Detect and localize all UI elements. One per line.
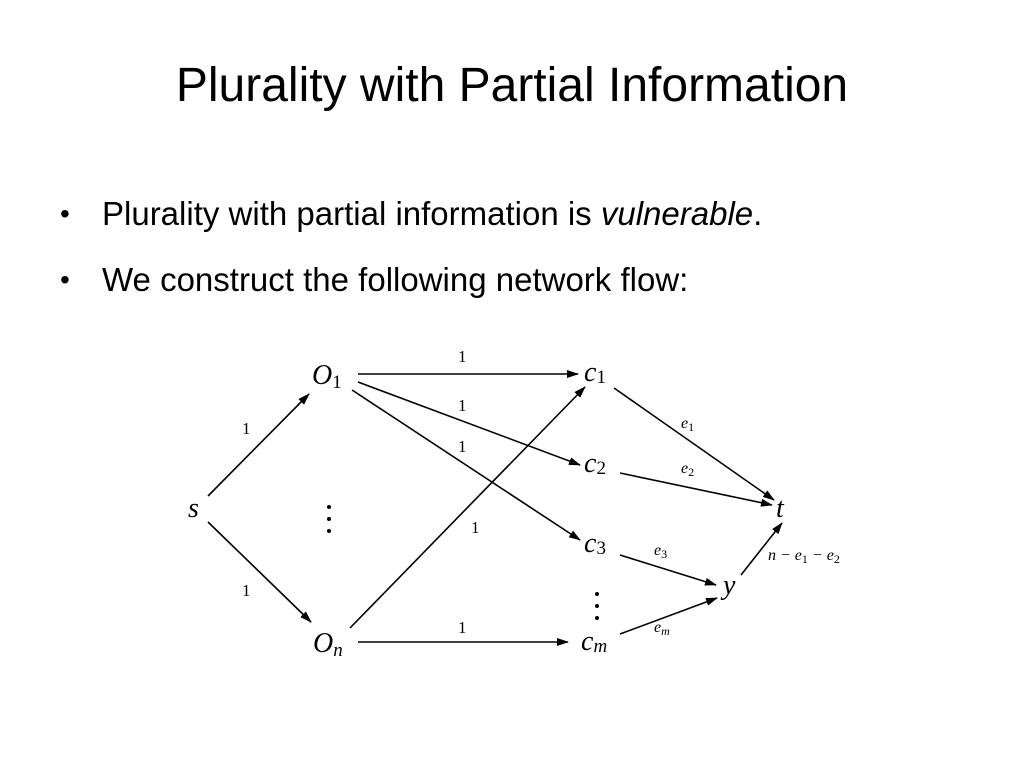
node-c3: c3	[584, 528, 606, 559]
edge-label-on-c1: 1	[471, 518, 480, 537]
edge-c3-y	[619, 554, 717, 586]
edge-cm-y	[619, 597, 718, 635]
bullet-icon: •	[60, 264, 70, 295]
edge-s-on	[207, 521, 312, 623]
edge-o1-c3	[351, 389, 581, 541]
edge-label-s-o1: 1	[242, 419, 251, 438]
bullet-item: • Plurality with partial information is …	[60, 192, 762, 258]
edge-y-t	[740, 522, 783, 576]
node-s: s	[188, 493, 199, 524]
edge-s-o1	[207, 393, 310, 497]
edge-label-o1-c3: 1	[458, 437, 467, 456]
edge-label-on-cm: 1	[458, 618, 467, 637]
bullet-list: • Plurality with partial information is …	[60, 192, 762, 324]
ellipsis-o-nodes	[327, 505, 331, 533]
slide-title: Plurality with Partial Information	[175, 59, 849, 112]
bullet-text: Plurality with partial information is	[102, 195, 601, 232]
edge-c1-t	[613, 387, 775, 501]
edge-label-o1-c1: 1	[458, 347, 467, 366]
edge-label-c2-t: e2	[681, 460, 694, 479]
node-y: y	[720, 570, 736, 601]
edge-on-c1	[349, 386, 586, 629]
bullet-icon: •	[60, 198, 70, 229]
node-c2: c2	[584, 448, 606, 479]
edge-label-cm-y: em	[654, 619, 670, 638]
edge-label-s-on: 1	[242, 581, 251, 600]
edge-label-c3-y: e3	[654, 542, 667, 561]
ellipsis-c-nodes	[595, 592, 599, 620]
node-on: On	[313, 628, 343, 661]
node-c1: c1	[584, 357, 606, 388]
bullet-item: • We construct the following network flo…	[60, 258, 762, 324]
bullet-emphasis: vulnerable	[600, 195, 754, 232]
edge-label-y-t: n − e1 − e2	[768, 547, 840, 566]
node-cm: cm	[581, 626, 607, 657]
edge-label-c1-t: e1	[681, 415, 694, 434]
node-o1: O1	[312, 360, 342, 393]
edge-c2-t	[619, 472, 773, 507]
node-t: t	[776, 493, 785, 524]
bullet-text: We construct the following network flow:	[102, 261, 689, 298]
bullet-text-end: .	[753, 195, 763, 232]
edge-label-o1-c2: 1	[458, 396, 467, 415]
edge-o1-c2	[357, 381, 581, 466]
